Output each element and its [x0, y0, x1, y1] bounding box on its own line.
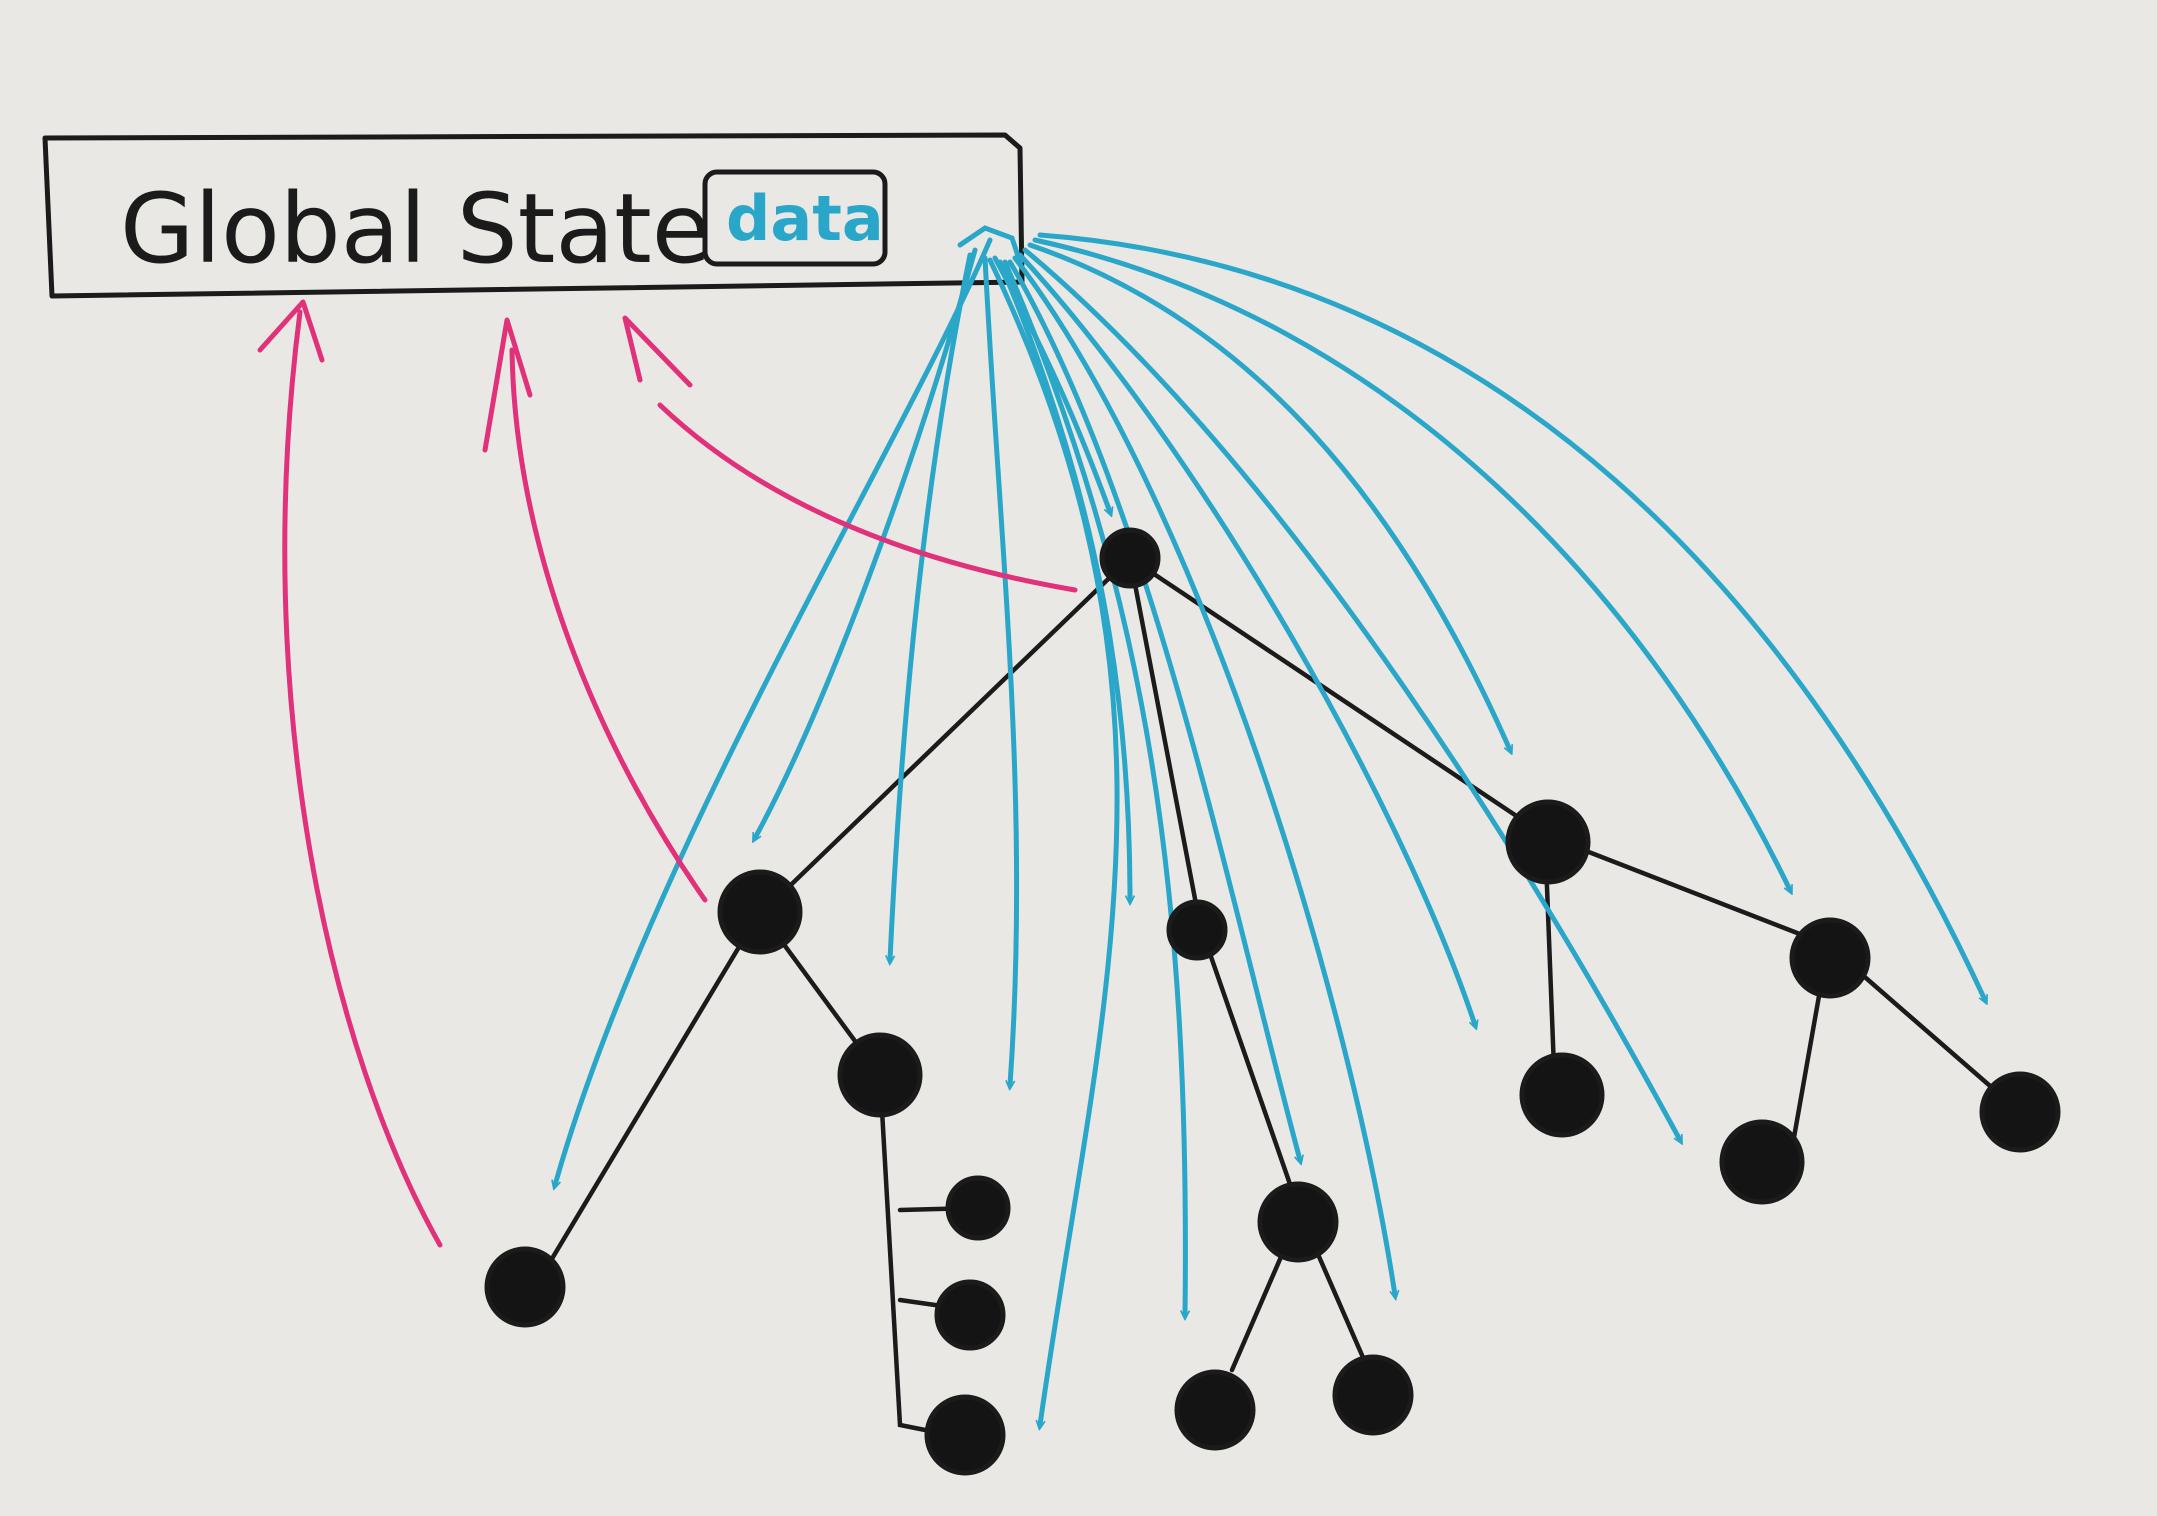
tree-node [717, 869, 803, 955]
data-label: data [726, 182, 884, 255]
tree-node [1519, 1052, 1605, 1138]
component-tree-edges [532, 555, 2023, 1441]
tree-node [945, 1175, 1011, 1241]
data-flow-arrow [1022, 247, 1680, 1140]
tree-node [1979, 1071, 2061, 1153]
root-node [1099, 527, 1161, 589]
data-flow-arrow [1037, 232, 1985, 1000]
tree-node [1719, 1119, 1805, 1205]
tree-node [1257, 1181, 1339, 1263]
data-flow-arrows [555, 225, 1985, 1425]
update-arrowhead [622, 315, 693, 388]
update-arrows [257, 299, 1078, 1248]
data-flow-arrow [1012, 255, 1395, 1295]
data-flow-arrow [1002, 259, 1185, 1315]
tree-node [1505, 799, 1591, 885]
update-arrow [282, 309, 443, 1248]
update-arrowhead [257, 299, 325, 363]
global-state-label: Global State [120, 173, 711, 285]
data-flow-arrow [1007, 259, 1300, 1160]
tree-node [1789, 917, 1871, 999]
data-box [702, 169, 888, 267]
tree-node [934, 1279, 1006, 1351]
tree-node [1332, 1354, 1414, 1436]
data-flow-arrow [997, 259, 1130, 900]
tree-node [484, 1246, 566, 1328]
data-flow-arrow [1017, 252, 1475, 1025]
update-arrow [657, 402, 1078, 593]
update-arrow [509, 347, 708, 903]
data-flow-arrow [982, 255, 1020, 1085]
tree-node [1174, 1369, 1256, 1451]
global-state-box: Global State data [42, 132, 1025, 299]
data-flow-arrow [1027, 242, 1510, 750]
data-flow-arrow [987, 257, 1120, 1425]
update-arrowhead [482, 317, 533, 453]
data-flow-arrow [555, 237, 993, 1185]
tree-node [837, 1032, 923, 1118]
data-flow-arrow [1032, 237, 1790, 890]
data-flow-arrow [755, 247, 978, 838]
data-flow-arrow [890, 252, 973, 960]
tree-node [1166, 899, 1228, 961]
data-flow-origin-scribble [957, 225, 1020, 262]
component-nodes [484, 527, 2061, 1476]
tree-node [924, 1394, 1006, 1476]
